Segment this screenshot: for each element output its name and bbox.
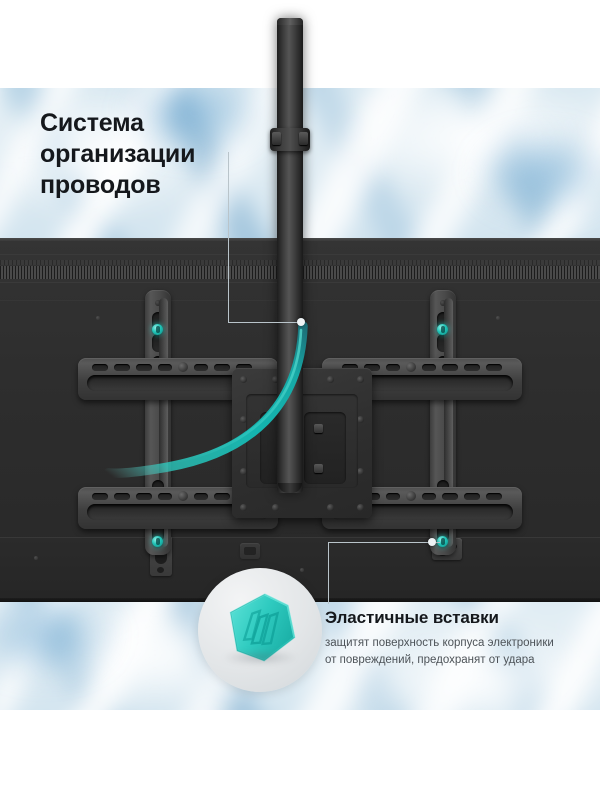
teal-adjustment-screw	[152, 536, 163, 547]
panel-screw	[34, 556, 38, 560]
collar-knob	[299, 132, 308, 145]
hexagon-rubber-pad-icon	[229, 593, 296, 662]
pole-collar-clamp	[270, 128, 310, 151]
pole-cap	[277, 18, 303, 25]
leader-line-cable-horizontal	[228, 322, 300, 323]
title-line-2: организации	[40, 140, 196, 168]
leader-endpoint-cable	[297, 318, 305, 326]
callout-cable-management-title: Система организации проводов	[40, 108, 290, 201]
panel-screw	[300, 568, 304, 572]
leader-line-cable-vertical	[228, 152, 229, 322]
collar-knob	[272, 132, 281, 145]
blue-blob	[120, 88, 270, 158]
teal-adjustment-screw	[437, 536, 448, 547]
teal-adjustment-screw	[437, 324, 448, 335]
blue-blob	[470, 128, 600, 218]
pole-end-cap	[278, 483, 302, 493]
connector-port	[240, 543, 260, 559]
pad-shadow	[222, 650, 298, 665]
title-line-1: Система	[40, 109, 144, 137]
description-line-1: защитят поверхность корпуса электроники	[325, 637, 554, 649]
panel-screw	[496, 316, 500, 320]
callout-elastic-inserts: Эластичные вставки защитят поверхность к…	[325, 608, 587, 670]
teal-adjustment-screw	[152, 324, 163, 335]
leader-endpoint-inserts	[428, 538, 436, 546]
panel-screw	[96, 316, 100, 320]
callout-elastic-inserts-description: защитят поверхность корпуса электроники …	[325, 635, 587, 670]
mount-pole	[277, 18, 303, 493]
leader-line-inserts-vertical	[328, 542, 329, 604]
leader-line-inserts-horizontal	[328, 542, 440, 543]
callout-elastic-inserts-title: Эластичные вставки	[325, 608, 499, 627]
description-line-2: от повреждений, предохранят от удара	[325, 654, 535, 667]
title-line-3: проводов	[40, 171, 161, 199]
rubber-pad-medallion	[198, 568, 322, 692]
